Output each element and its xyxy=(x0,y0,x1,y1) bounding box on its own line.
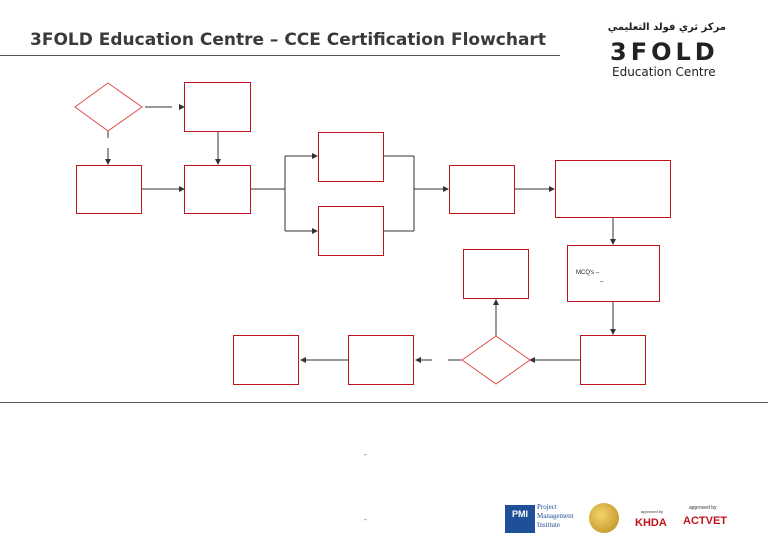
process-box-bottom-middle xyxy=(348,335,414,385)
pmi-line-2: Management xyxy=(537,512,574,520)
khda-approved: approved by xyxy=(641,509,664,514)
khda-logo: approved by KHDA xyxy=(635,509,679,537)
mcq-dash: – xyxy=(600,279,604,285)
logo-mark-text: 3FOLD xyxy=(610,39,719,63)
actvet-approved: approved by xyxy=(689,505,717,511)
pmi-mark-text: PMI xyxy=(511,509,528,519)
section-divider xyxy=(0,402,768,403)
process-box-branch-upper xyxy=(318,132,384,182)
process-box-middle xyxy=(184,165,251,214)
process-box-merge xyxy=(449,165,515,214)
pmi-line-3: Institute xyxy=(537,521,560,529)
process-box-mcq: MCQ's – – xyxy=(567,245,660,302)
accreditation-logos: PMI R.E.P. Project Management Institute … xyxy=(505,503,735,539)
process-box-wide xyxy=(555,160,671,218)
title-divider xyxy=(0,55,560,56)
actvet-name: ACTVET xyxy=(683,515,727,527)
actvet-logo: approved by ACTVET xyxy=(683,505,735,537)
process-box-result-pass xyxy=(463,249,529,299)
khda-name: KHDA xyxy=(635,517,667,529)
footer-dash-2: - xyxy=(364,515,367,524)
pmi-mark: PMI R.E.P. xyxy=(505,505,535,539)
footer-dash-1: - xyxy=(364,450,367,459)
process-box-left xyxy=(76,165,142,214)
process-box-branch-lower xyxy=(318,206,384,256)
pmi-logo: PMI R.E.P. Project Management Institute xyxy=(505,503,575,539)
logo-subtitle: Education Centre xyxy=(612,65,716,79)
process-box-bottom-left xyxy=(233,335,299,385)
process-box-bottom-right xyxy=(580,335,646,385)
process-box-top xyxy=(184,82,251,132)
logo-arabic-text: مركز ثري فولد التعليمي xyxy=(607,22,726,33)
pmi-line-1: Project xyxy=(537,503,557,511)
mcq-label: MCQ's – xyxy=(576,270,600,276)
pmi-name: Project Management Institute xyxy=(537,503,574,530)
decision-diamond-start xyxy=(74,82,143,132)
decision-diamond-result xyxy=(461,335,531,385)
gold-seal-icon xyxy=(589,503,619,533)
3fold-logo: مركز ثري فولد التعليمي 3FOLD Education C… xyxy=(604,22,734,82)
page-title: 3FOLD Education Centre – CCE Certificati… xyxy=(30,30,546,50)
logo-mark: 3FOLD xyxy=(610,39,719,63)
pmi-rep: R.E.P. xyxy=(513,533,527,539)
